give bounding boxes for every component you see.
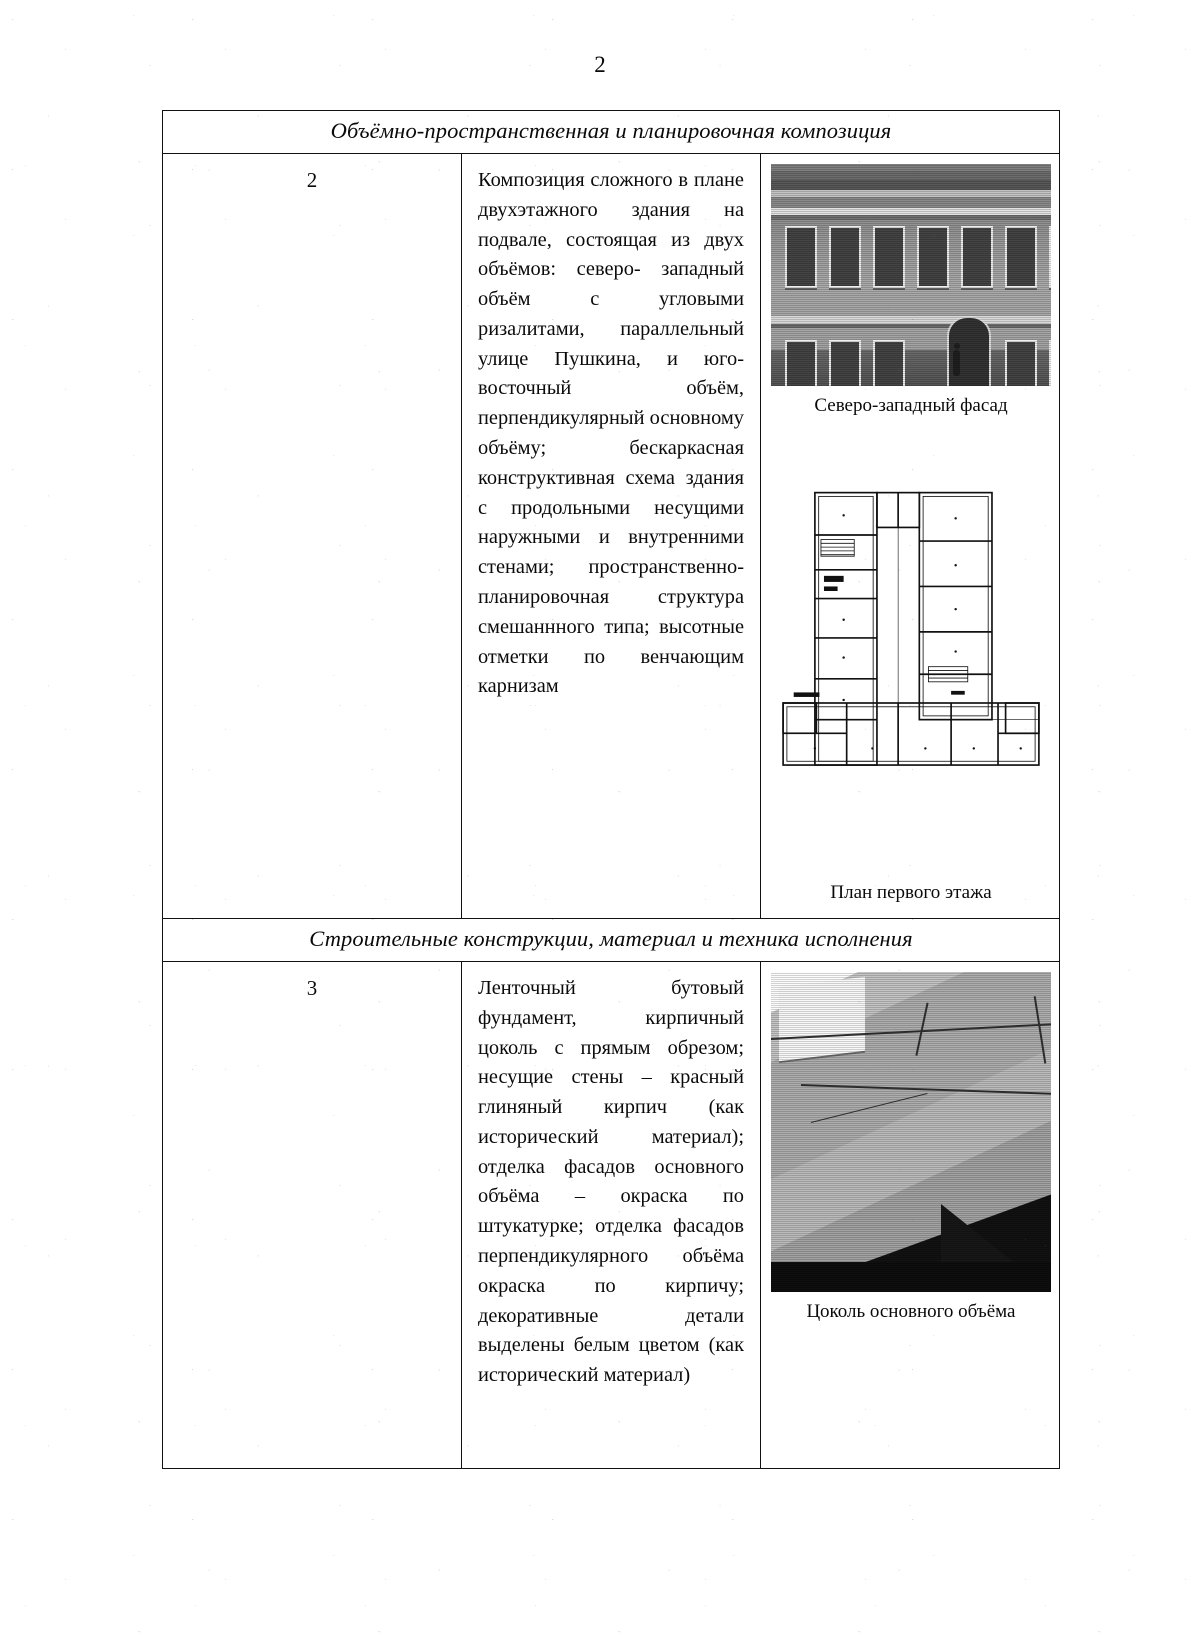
heritage-passport-table: Объёмно-пространственная и планировочная…	[162, 110, 1060, 1469]
section-header-row: Строительные конструкции, материал и тех…	[162, 918, 1060, 962]
section-title-volumetric-composition: Объёмно-пространственная и планировочная…	[330, 118, 892, 143]
page-number: 2	[594, 52, 606, 77]
figure-first-floor-plan: План первого этажа	[771, 421, 1051, 904]
table-row: 3 Ленточный бутовый фундамент, кирпичный…	[162, 961, 1060, 1469]
section-header-row: Объёмно-пространственная и планировочная…	[162, 110, 1060, 154]
row-figure-cell-3: Цоколь основного объёма	[760, 961, 1060, 1469]
figure-caption-plinth: Цоколь основного объёма	[806, 1301, 1016, 1322]
photo-plinth-main-volume	[771, 972, 1051, 1292]
row-description-3: Ленточный бутовый фундамент, кирпичный ц…	[478, 977, 744, 1387]
row-figure-cell-2: Северо-западный фасад	[760, 153, 1060, 919]
row-description-2: Композиция сложного в плане двухэтажного…	[478, 169, 744, 698]
photo-north-west-facade	[771, 164, 1051, 386]
section-header-cell: Объёмно-пространственная и планировочная…	[162, 110, 1060, 154]
figure-north-west-facade: Северо-западный фасад	[771, 164, 1051, 417]
row-number-cell-3: 3	[162, 961, 462, 1469]
row-text-cell-3: Ленточный бутовый фундамент, кирпичный ц…	[461, 961, 761, 1469]
figure-plinth: Цоколь основного объёма	[771, 972, 1051, 1323]
section-header-cell: Строительные конструкции, материал и тех…	[162, 918, 1060, 962]
row-text-cell-2: Композиция сложного в плане двухэтажного…	[461, 153, 761, 919]
drawing-first-floor-plan	[771, 421, 1051, 873]
figure-caption-first-floor-plan: План первого этажа	[830, 882, 992, 903]
row-number-cell-2: 2	[162, 153, 462, 919]
figure-caption-north-west-facade: Северо-западный фасад	[814, 395, 1008, 416]
section-title-construction-materials: Строительные конструкции, материал и тех…	[309, 926, 913, 951]
table-row: 2 Композиция сложного в плане двухэтажно…	[162, 153, 1060, 919]
